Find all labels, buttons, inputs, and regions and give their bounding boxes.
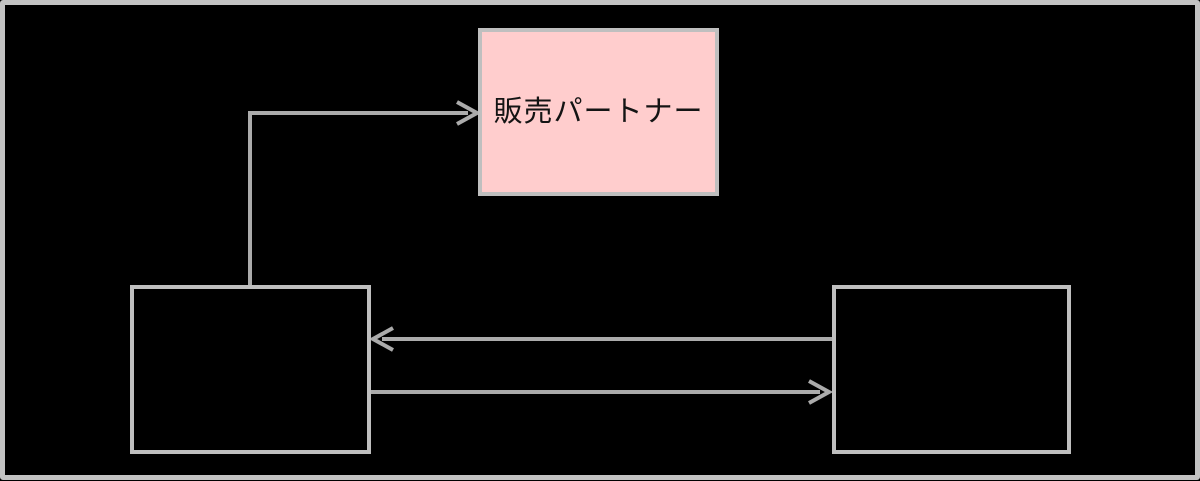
node-sales-partner: 販売パートナー	[478, 28, 719, 196]
node-bottom-right-box	[832, 285, 1071, 454]
node-bottom-left-box	[130, 285, 371, 454]
sales-partner-label: 販売パートナー	[493, 95, 704, 128]
